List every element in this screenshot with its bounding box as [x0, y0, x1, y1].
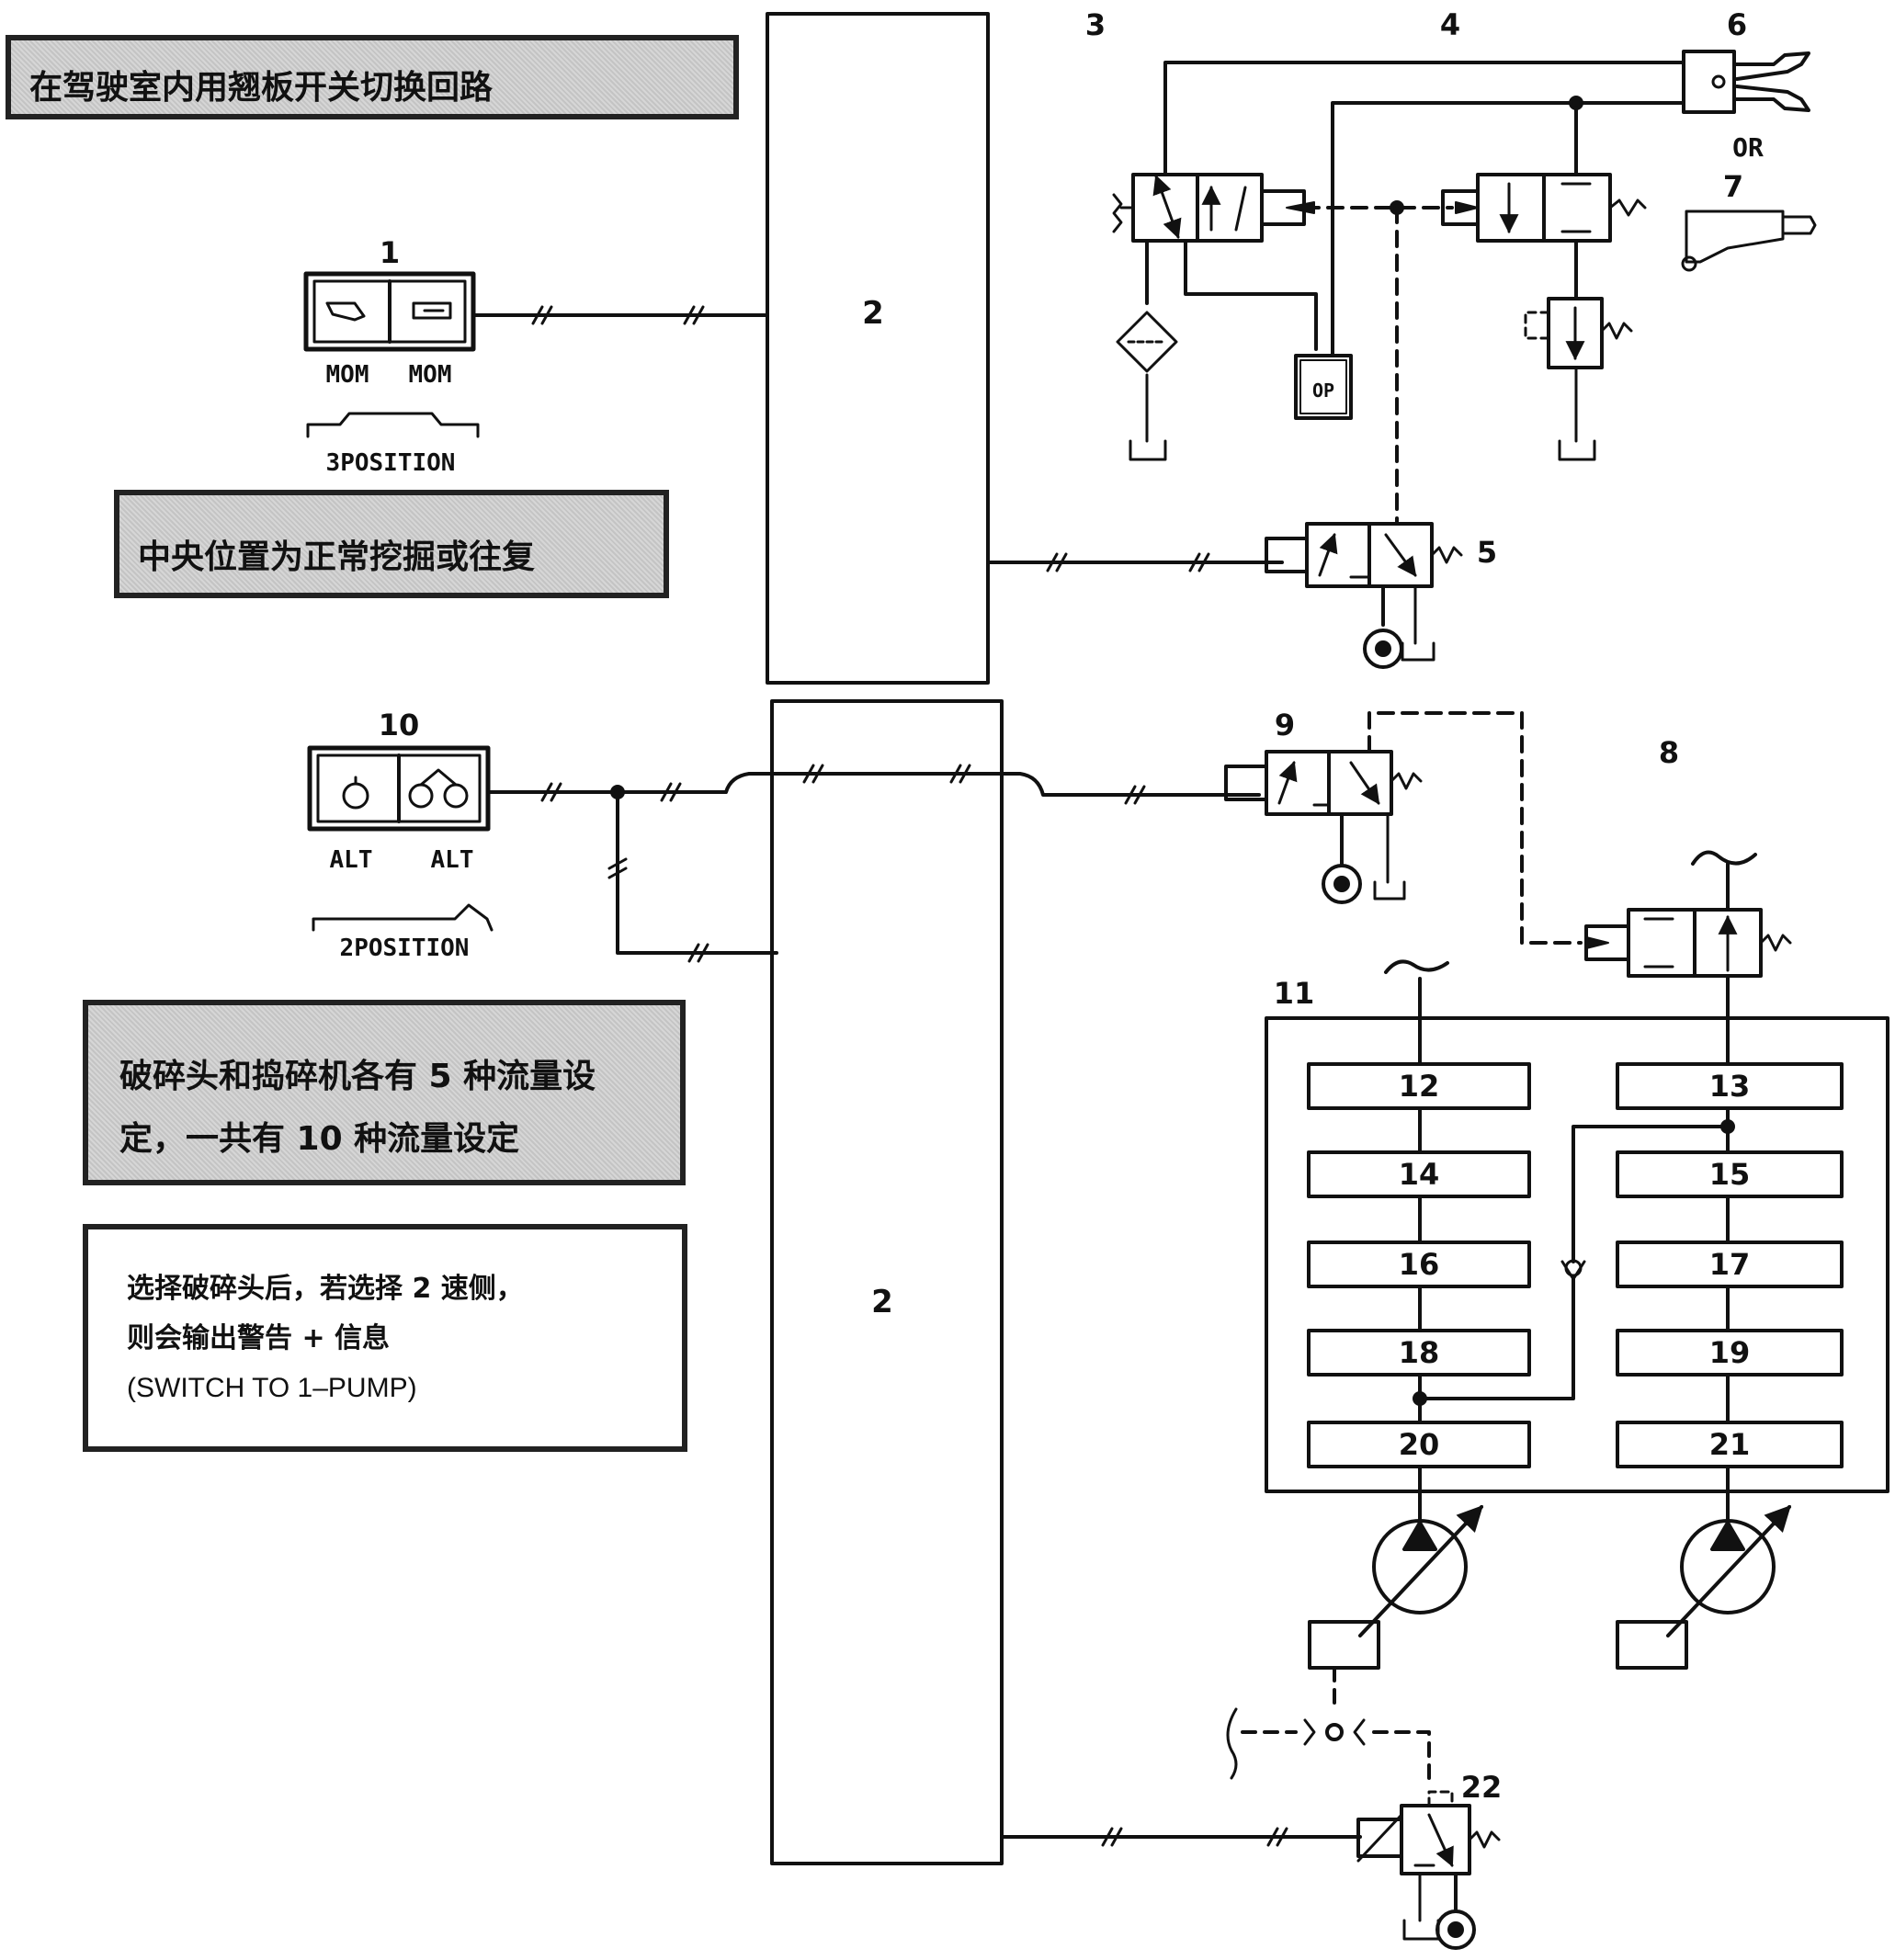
note-flow-settings-line1: 破碎头和捣碎机各有 5 种流量设	[119, 1058, 596, 1095]
attachment-6-symbol	[1682, 50, 1810, 114]
block-11-frame	[1265, 1016, 1889, 1493]
valve-3-symbol	[1112, 173, 1306, 243]
switch-1-number: 1	[380, 235, 400, 270]
note-flow-settings: 破碎头和捣碎机各有 5 种流量设 定，一共有 10 种流量设定	[83, 1000, 686, 1185]
controller-box-upper	[766, 12, 990, 685]
op-label: OP	[1312, 380, 1334, 402]
switch-1-positions-label: 3POSITION	[326, 449, 456, 477]
valve-4-symbol	[1476, 173, 1647, 243]
controller-box-lower	[770, 699, 1004, 1865]
switch-1-left-label: MOM	[326, 361, 369, 389]
op-pressure-switch	[1294, 354, 1353, 420]
valve-8-symbol	[1584, 908, 1792, 978]
switch-10-positions-label: 2POSITION	[340, 935, 470, 962]
pump-left-symbol	[1308, 1504, 1483, 1670]
block-20-label: 20	[1399, 1427, 1440, 1462]
note-warning-line3: (SWITCH TO 1–PUMP)	[127, 1373, 417, 1403]
block-12-label: 12	[1399, 1069, 1440, 1104]
block-15-label: 15	[1709, 1157, 1751, 1192]
block-19-label: 19	[1709, 1335, 1751, 1370]
note-center-position: 中央位置为正常挖掘或往复	[114, 490, 669, 598]
block-13-label: 13	[1709, 1069, 1751, 1104]
valve-5-symbol	[1265, 522, 1463, 588]
controller-upper-label: 2	[862, 295, 884, 332]
valve-3-number: 3	[1085, 7, 1106, 42]
note-cab-switch: 在驾驶室内用翘板开关切换回路	[6, 35, 739, 119]
block-17-label: 17	[1709, 1247, 1751, 1282]
block-21-label: 21	[1709, 1427, 1751, 1462]
note-warning-line2: 则会输出警告 + 信息	[127, 1322, 391, 1354]
attachment-7-symbol	[1681, 210, 1817, 272]
switch-10-right-label: ALT	[431, 846, 474, 874]
note-warning: 选择破碎头后，若选择 2 速侧， 则会输出警告 + 信息 (SWITCH TO …	[83, 1224, 687, 1452]
switch-10-symbol	[307, 745, 494, 932]
block-16-label: 16	[1399, 1247, 1440, 1282]
switch-1-right-label: MOM	[409, 361, 452, 389]
switch-1-symbol	[303, 271, 480, 438]
valve-8-number: 8	[1659, 735, 1679, 770]
attachment-7-number: 7	[1723, 169, 1743, 204]
block-18-label: 18	[1399, 1335, 1440, 1370]
attachment-6-number: 6	[1727, 7, 1747, 42]
valve-22-symbol	[1356, 1790, 1501, 1875]
note-center-position-text: 中央位置为正常挖掘或往复	[138, 538, 536, 576]
note-warning-line1: 选择破碎头后，若选择 2 速侧，	[127, 1273, 524, 1305]
or-label: OR	[1732, 132, 1764, 163]
valve-22-number: 22	[1461, 1770, 1503, 1805]
valve-5-number: 5	[1477, 535, 1497, 570]
controller-lower-label: 2	[871, 1284, 893, 1320]
block-11-right-column	[1616, 1016, 1844, 1468]
note-cab-switch-text: 在驾驶室内用翘板开关切换回路	[29, 69, 494, 107]
valve-4-number: 4	[1440, 7, 1460, 42]
filter-symbol	[1116, 311, 1178, 373]
switch-10-left-label: ALT	[330, 846, 373, 874]
note-flow-settings-line2: 定，一共有 10 种流量设定	[119, 1120, 520, 1158]
pump-right-symbol	[1616, 1504, 1791, 1670]
valve-9-symbol	[1224, 750, 1423, 816]
switch-10-number: 10	[379, 708, 420, 742]
block-11-number: 11	[1274, 976, 1315, 1011]
block-14-label: 14	[1399, 1157, 1440, 1192]
valve-9-number: 9	[1275, 708, 1295, 742]
